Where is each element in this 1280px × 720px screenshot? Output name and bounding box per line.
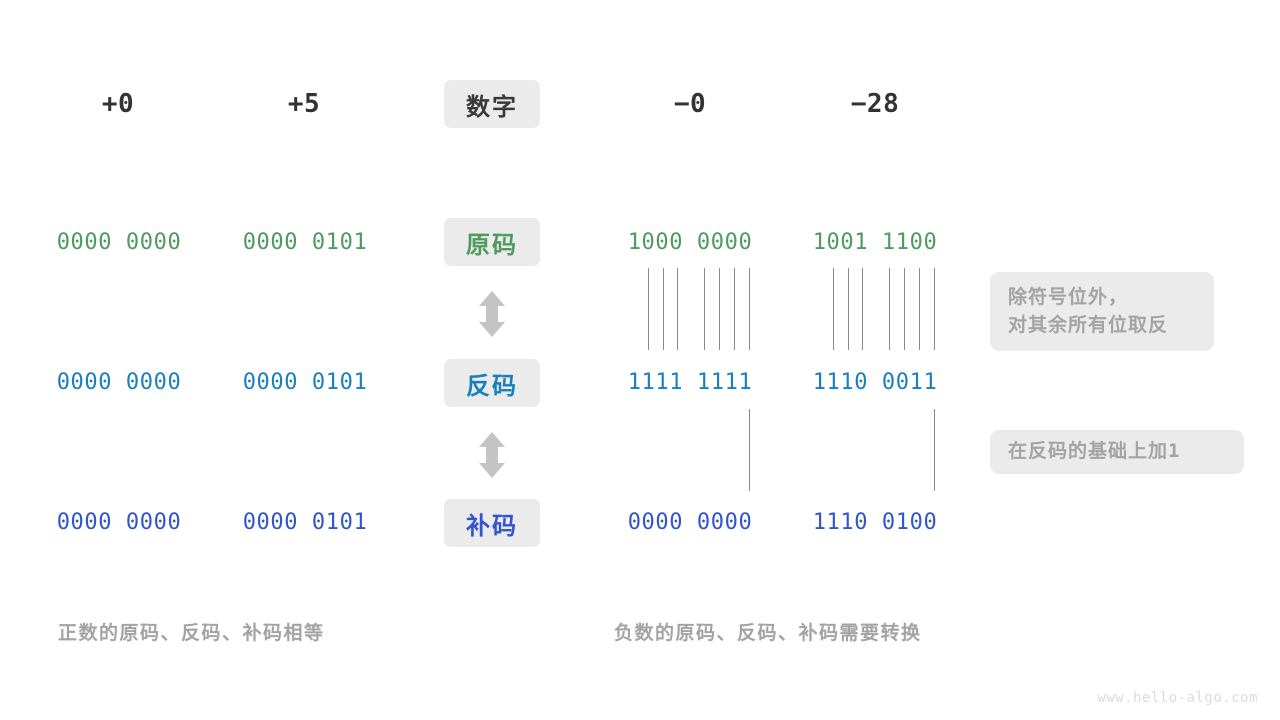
bit-connector-line — [889, 268, 890, 350]
bit-connector-line — [648, 268, 649, 350]
row-sign-magnitude-right-minus-zero: 1000 0000 — [627, 229, 753, 255]
row-twos-complement-right-minus-zero: 0000 0000 — [627, 509, 753, 535]
watermark: www.hello-algo.com — [1097, 690, 1258, 706]
bit-connector-line — [677, 268, 678, 350]
bit-connector-line — [848, 268, 849, 350]
row-label-twos-complement: 补码 — [444, 499, 540, 547]
arrow-sign-magnitude-to-ones-complement — [477, 291, 507, 337]
note-line-2: 1 — [1168, 440, 1180, 463]
note-line-1: 除符号位外， — [1008, 285, 1129, 308]
row-ones-complement-right-minus-zero: 1111 1111 — [627, 369, 753, 395]
bit-connector-line — [734, 268, 735, 350]
header-value-plus-zero: +0 — [101, 89, 135, 119]
carry-connector-line — [749, 409, 750, 491]
bit-connector-line — [862, 268, 863, 350]
bit-connector-line — [934, 268, 935, 350]
bit-connector-line — [919, 268, 920, 350]
header-label-number: 数字 — [444, 80, 540, 128]
caption-positive-numbers: 正数的原码、反码、补码相等 — [58, 622, 325, 644]
carry-connector-line — [934, 409, 935, 491]
note-text-row: 在反码的基础上加1 — [1008, 438, 1226, 466]
note-add-one-to-ones-complement: 在反码的基础上加1 — [990, 430, 1244, 474]
row-ones-complement-left-plus-five: 0000 0101 — [242, 369, 368, 395]
row-label-ones-complement: 反码 — [444, 359, 540, 407]
row-twos-complement-left-plus-zero: 0000 0000 — [56, 509, 182, 535]
row-twos-complement-right-minus-twentyeight: 1110 0100 — [812, 509, 938, 535]
caption-negative-numbers: 负数的原码、反码、补码需要转换 — [614, 622, 922, 644]
note-invert-all-bits-except-sign: 除符号位外， 对其余所有位取反 — [990, 272, 1214, 351]
note-line-2: 对其余所有位取反 — [1008, 313, 1169, 336]
row-sign-magnitude-left-plus-zero: 0000 0000 — [56, 229, 182, 255]
row-label-sign-magnitude: 原码 — [444, 218, 540, 266]
bit-connector-line — [749, 268, 750, 350]
bit-connector-line — [719, 268, 720, 350]
row-sign-magnitude-right-minus-twentyeight: 1001 1100 — [812, 229, 938, 255]
header-value-minus-twentyeight: −28 — [850, 89, 900, 119]
bit-connector-line — [704, 268, 705, 350]
bit-connector-line — [663, 268, 664, 350]
note-line-1: 在反码的基础上加 — [1008, 440, 1169, 463]
row-ones-complement-right-minus-twentyeight: 1110 0011 — [812, 369, 938, 395]
header-value-minus-zero: −0 — [673, 89, 707, 119]
arrow-ones-complement-to-twos-complement — [477, 432, 507, 478]
header-value-plus-five: +5 — [287, 89, 321, 119]
row-sign-magnitude-left-plus-five: 0000 0101 — [242, 229, 368, 255]
bit-connector-line — [833, 268, 834, 350]
bit-connector-line — [904, 268, 905, 350]
row-twos-complement-left-plus-five: 0000 0101 — [242, 509, 368, 535]
row-ones-complement-left-plus-zero: 0000 0000 — [56, 369, 182, 395]
